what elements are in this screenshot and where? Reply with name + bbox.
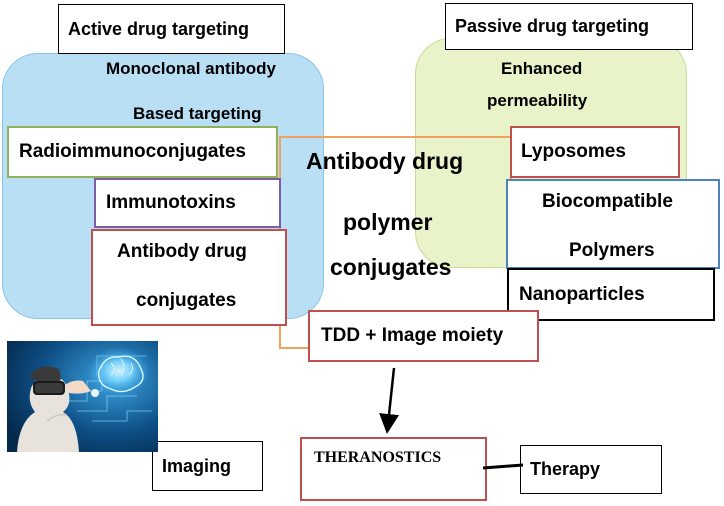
nanoparticles-box: Nanoparticles — [507, 268, 715, 321]
lyposomes-box: Lyposomes — [510, 126, 680, 178]
enhanced-label: Enhanced — [501, 59, 583, 78]
adc-line-1: Antibody drug — [117, 241, 247, 262]
adc-line-2: conjugates — [136, 290, 237, 311]
theranostics-to-therapy-line — [482, 463, 524, 470]
based-targeting-label: Based targeting — [133, 104, 262, 123]
permeability-label: permeability — [487, 91, 588, 110]
biocompatible-polymers-box — [506, 179, 720, 269]
active-drug-targeting-title: Active drug targeting — [58, 4, 285, 54]
passive-title-text: Passive drug targeting — [455, 16, 650, 36]
therapy-text: Therapy — [530, 459, 601, 479]
monoclonal-antibody-label: Monoclonal antibody — [106, 59, 276, 78]
theranostics-box: THERANOSTICS — [300, 437, 487, 501]
nanoparticles-text: Nanoparticles — [519, 283, 645, 305]
imaging-text: Imaging — [162, 455, 232, 476]
immunotoxins-box: Immunotoxins — [94, 178, 281, 228]
central-line-1: Antibody drug — [306, 148, 464, 174]
active-title-text: Active drug targeting — [68, 18, 250, 39]
radioimmunoconjugates-text: Radioimmunoconjugates — [19, 141, 246, 162]
central-line-3: conjugates — [330, 254, 452, 280]
tdd-image-moiety-text: TDD + Image moiety — [321, 325, 504, 346]
imaging-box: Imaging — [152, 441, 263, 491]
immunotoxins-text: Immunotoxins — [106, 192, 236, 213]
theranostics-text: THERANOSTICS — [314, 449, 442, 466]
therapy-box: Therapy — [520, 445, 662, 494]
vr-headset-brain-icon — [7, 341, 158, 452]
biocompat-line-2: Polymers — [569, 240, 655, 261]
antibody-drug-conjugates-box — [91, 229, 287, 326]
passive-drug-targeting-title: Passive drug targeting — [445, 3, 693, 50]
tdd-to-theranostics-arrow — [379, 367, 400, 434]
radioimmunoconjugates-box: Radioimmunoconjugates — [7, 126, 278, 178]
central-line-2: polymer — [343, 209, 433, 235]
lyposomes-text: Lyposomes — [521, 141, 626, 162]
tdd-image-moiety-box: TDD + Image moiety — [308, 310, 539, 362]
biocompat-line-1: Biocompatible — [542, 191, 673, 212]
